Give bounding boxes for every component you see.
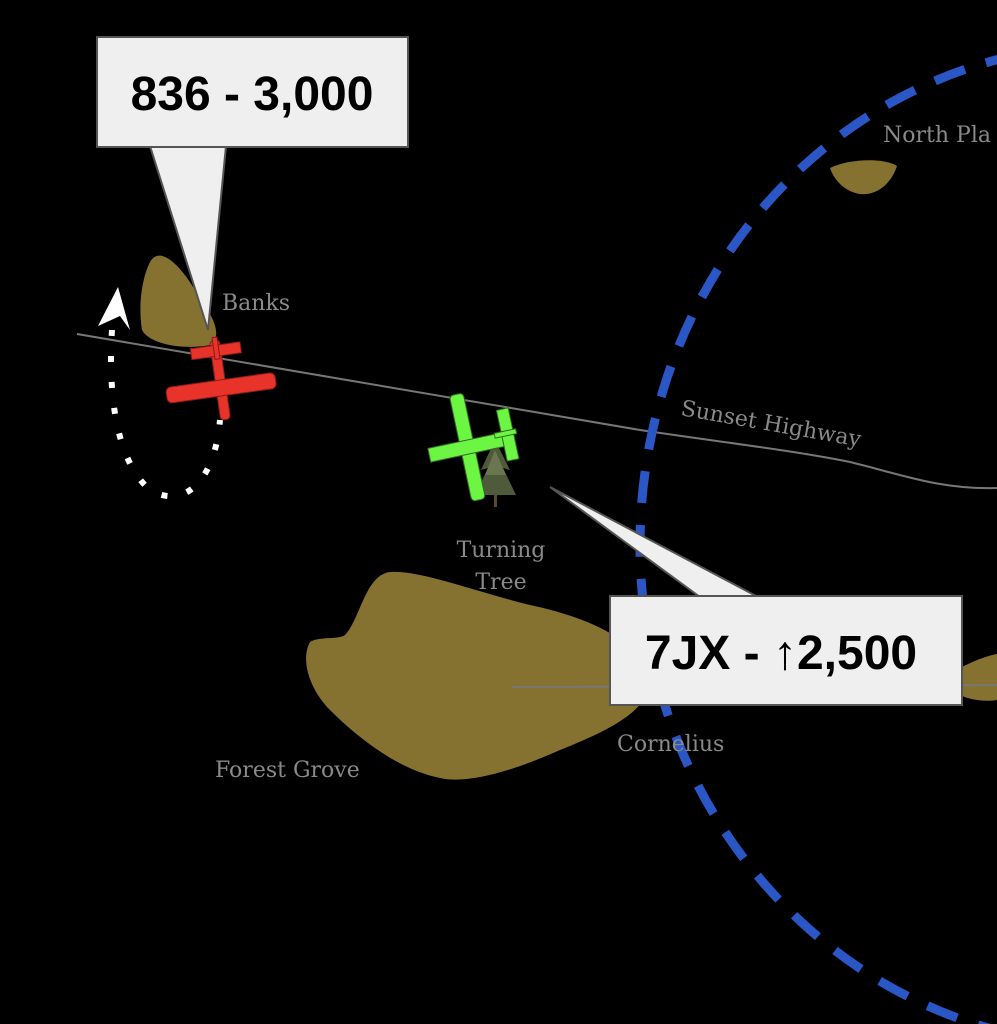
- airspace-boundary-dashed: [635, 55, 997, 1024]
- tree-icon: [475, 440, 516, 507]
- road-sunset-highway: [76, 333, 997, 490]
- flight-path-dotted: [108, 329, 223, 499]
- label-cornelius: Cornelius: [617, 732, 724, 757]
- town-banks-area: [140, 255, 217, 347]
- callout-green-aircraft-text: 7JX - ↑2,500: [645, 627, 917, 680]
- label-banks: Banks: [222, 291, 290, 316]
- label-forest-grove: Forest Grove: [215, 758, 360, 783]
- label-turning-tree-1: Turning: [457, 538, 546, 563]
- red-aircraft-icon: [165, 336, 277, 421]
- callout-red-aircraft-text: 836 - 3,000: [131, 68, 374, 121]
- town-east-area: [960, 654, 997, 701]
- label-sunset-highway: Sunset Highway: [679, 396, 864, 452]
- label-north-plains: North Pla: [883, 123, 991, 148]
- green-aircraft-icon: [427, 393, 520, 502]
- label-turning-tree-2: Tree: [475, 570, 526, 595]
- town-north-plains-area: [830, 160, 897, 195]
- callout-green-aircraft: 7JX - ↑2,500: [549, 486, 963, 706]
- town-forest-grove-area: [306, 571, 650, 780]
- direction-arrow-icon: [98, 287, 130, 330]
- callout-red-aircraft: 836 - 3,000: [96, 36, 409, 331]
